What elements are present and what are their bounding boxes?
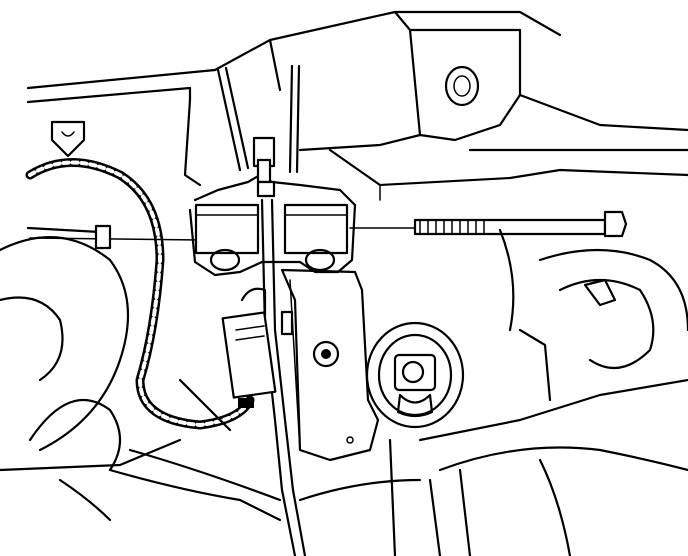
sensor-module (221, 287, 277, 408)
upper-body-panel (26, 10, 688, 201)
threaded-bolt (29, 210, 628, 250)
left-wheel-well (0, 226, 182, 472)
reference-arrow-icon (50, 120, 86, 158)
vertical-cable (260, 198, 307, 556)
right-hub (498, 228, 688, 402)
wiring-harness (25, 158, 255, 430)
lower-frame (58, 378, 688, 556)
bracket-bolt (444, 65, 480, 107)
bushing-assembly (365, 321, 465, 429)
mounting-plate (280, 268, 380, 462)
mounting-rods (216, 64, 301, 198)
